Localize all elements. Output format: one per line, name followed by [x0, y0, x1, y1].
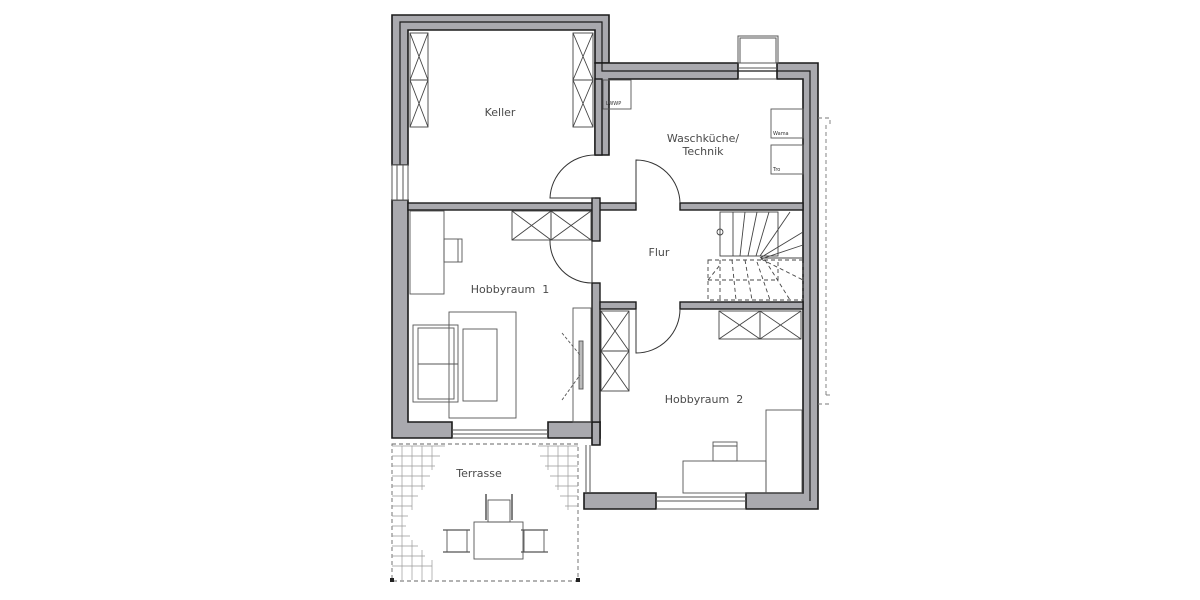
rug — [448, 311, 517, 419]
room-label-flur: Flur — [649, 246, 670, 259]
room-label-keller: Keller — [485, 106, 516, 119]
light-shaft — [737, 35, 779, 80]
window-west — [391, 164, 409, 201]
washing-machine — [770, 108, 804, 139]
chair-hobbyraum2 — [712, 441, 738, 462]
appliance-label-wama: Wama — [773, 131, 789, 137]
window-hobbyraum1 — [452, 429, 548, 439]
room-label-waschkueche-2: Technik — [681, 145, 724, 158]
room-label-waschkueche-1: Waschküche/ — [667, 132, 739, 145]
terrace-chair-east — [523, 529, 545, 553]
walls — [391, 14, 819, 510]
room-label-hobbyraum1: Hobbyraum 1 — [471, 283, 549, 296]
appliance-label-tro: Tro — [772, 167, 780, 173]
shelves — [409, 32, 802, 392]
east-dashed-outline — [818, 117, 832, 405]
dryer — [770, 144, 804, 175]
terrace-table — [473, 521, 524, 560]
terrace-chair-west — [446, 529, 468, 553]
window-hobbyraum2-west — [585, 445, 591, 493]
doors — [549, 154, 681, 354]
interior-walls — [407, 78, 804, 423]
sofa — [412, 324, 459, 403]
terrace-chair-north — [487, 499, 511, 523]
wall-inner-lines — [399, 21, 811, 501]
tv-cabinet — [572, 307, 592, 423]
desk-hobbyraum2 — [682, 460, 767, 494]
window-hobbyraum2 — [656, 496, 746, 510]
terrace — [390, 443, 580, 582]
appliance-label-lwwp: LWWP — [606, 101, 621, 107]
room-label-hobbyraum2: Hobbyraum 2 — [665, 393, 743, 406]
furniture — [409, 79, 804, 494]
desk-hobbyraum1 — [409, 210, 445, 295]
coffee-table — [462, 328, 498, 402]
room-label-terrasse: Terrasse — [455, 467, 502, 480]
cabinet-hobbyraum2 — [765, 409, 803, 494]
chair-hobbyraum1 — [443, 238, 463, 263]
staircase — [707, 211, 804, 301]
lwwp-unit — [602, 79, 632, 110]
tv — [578, 340, 584, 390]
